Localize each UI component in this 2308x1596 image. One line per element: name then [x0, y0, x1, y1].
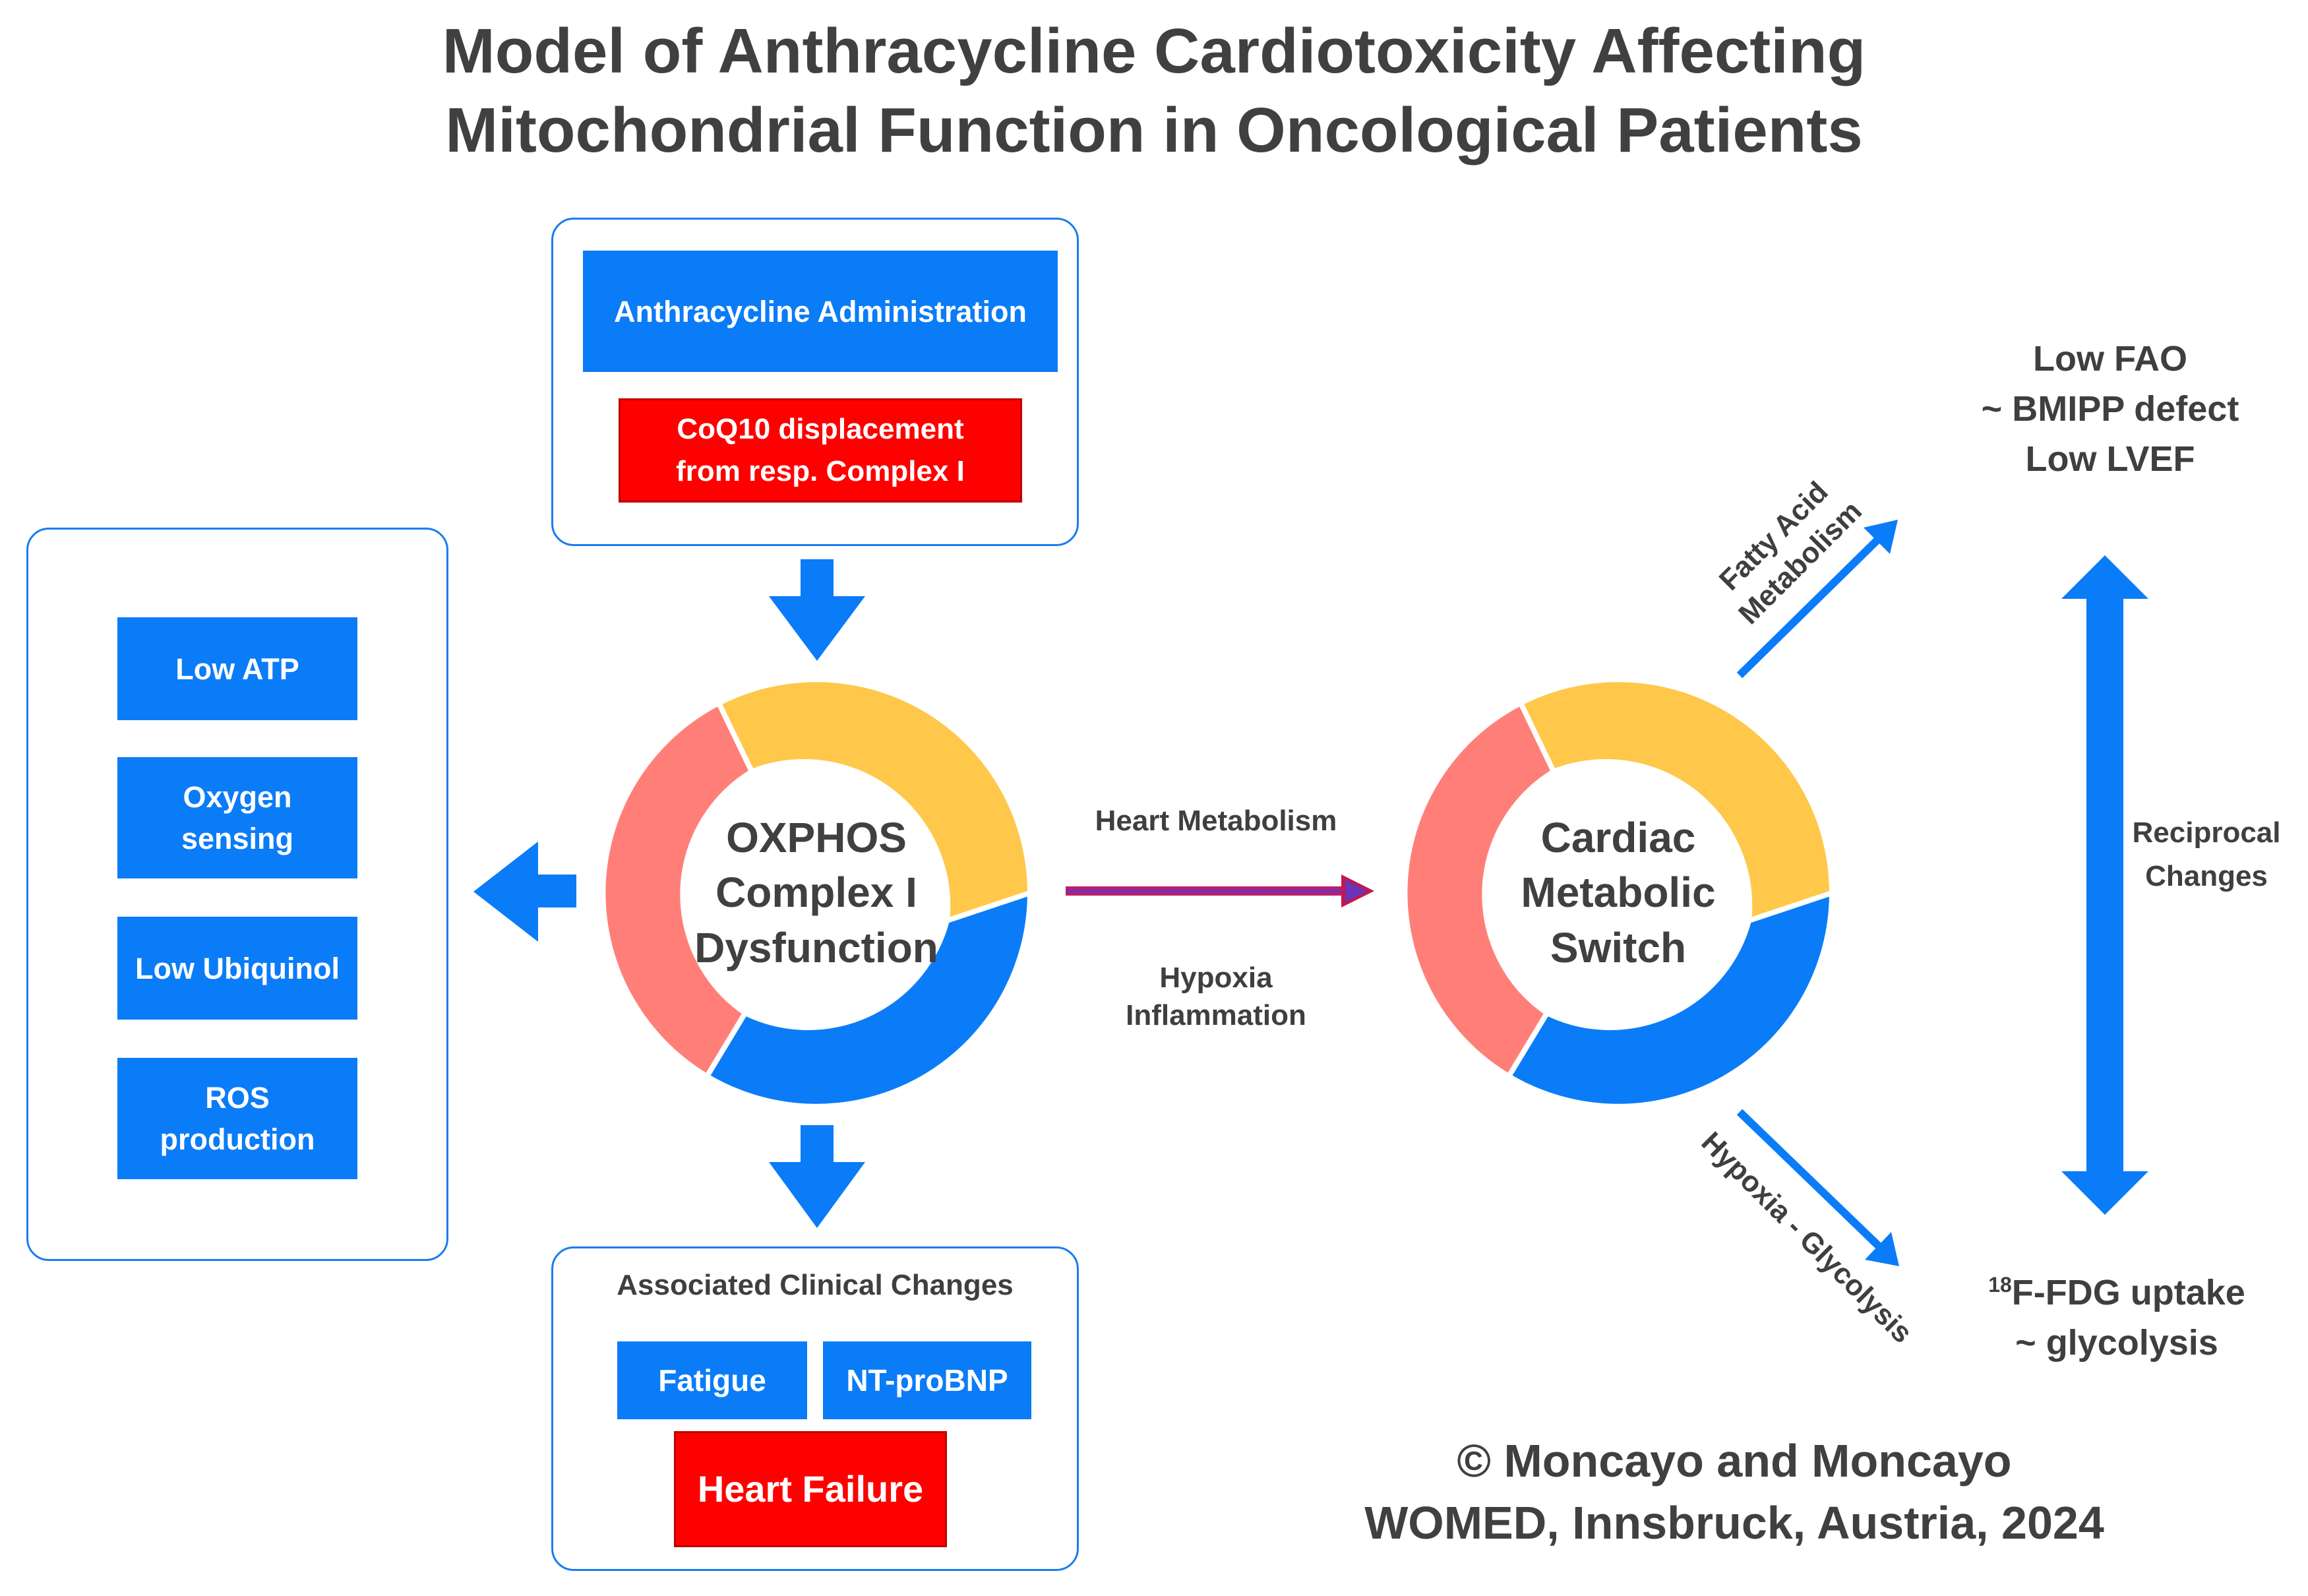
- metabolic-ring-yellow-segment: [1518, 677, 1835, 923]
- page-title-line1: Model of Anthracycline Cardiotoxicity Af…: [442, 16, 1866, 86]
- heart-failure-box: Heart Failure: [674, 1431, 947, 1547]
- oxygen-sensing-line1: Oxygen: [183, 780, 292, 814]
- left-arrow: [473, 842, 576, 942]
- ros-production-box: ROS production: [117, 1058, 357, 1179]
- oxphos-line1: OXPHOS: [726, 814, 907, 862]
- metabolic-line3: Switch: [1550, 923, 1687, 971]
- fdg-uptake-block: 18F-FDG uptake ~ glycolysis: [1932, 1260, 2301, 1368]
- reciprocal-line1: Reciprocal: [2132, 816, 2281, 849]
- reciprocal-changes-label: Reciprocal Changes: [2108, 811, 2305, 898]
- anthracycline-administration-label: Anthracycline Administration: [614, 294, 1027, 328]
- hypoxia-inflammation-label: Hypoxia Inflammation: [1045, 959, 1387, 1034]
- low-atp-box: Low ATP: [117, 617, 357, 720]
- fdg-line2: ~ glycolysis: [2015, 1323, 2218, 1363]
- metabolic-line1: Cardiac: [1540, 814, 1696, 862]
- oxygen-sensing-line2: sensing: [181, 822, 294, 855]
- anthracycline-administration-box: Anthracycline Administration: [583, 251, 1058, 372]
- oxphos-cycle-ring: [600, 677, 1033, 1109]
- reciprocal-line2: Changes: [2145, 860, 2268, 892]
- oxphos-ring-blue-segment: [704, 890, 1033, 1109]
- oxphos-line2: Complex I: [715, 869, 917, 917]
- fatty-acid-arrow: [1736, 520, 1898, 679]
- fdg-superscript: 18: [1988, 1273, 2012, 1297]
- ros-line1: ROS: [205, 1081, 270, 1115]
- ros-line2: production: [160, 1122, 315, 1156]
- metabolic-cycle-label: Cardiac Metabolic Switch: [1486, 787, 1750, 998]
- fatigue-box: Fatigue: [617, 1341, 807, 1419]
- low-ubiquinol-box: Low Ubiquinol: [117, 917, 357, 1020]
- metabolic-ring-salmon-segment: [1402, 700, 1556, 1079]
- metabolic-ring-blue-segment: [1506, 890, 1835, 1109]
- coq10-line2: from resp. Complex I: [676, 455, 965, 487]
- oxphos-line3: Dysfunction: [694, 923, 938, 971]
- oxphos-cycle-label: OXPHOS Complex I Dysfunction: [684, 787, 948, 998]
- page-title-line2: Mitochondrial Function in Oncological Pa…: [445, 95, 1863, 166]
- low-fao-block: Low FAO ~ BMIPP defect Low LVEF: [1899, 334, 2308, 484]
- low-fao-line3: Low LVEF: [2025, 439, 2195, 479]
- down-arrow-bottom: [769, 1125, 865, 1228]
- glycolysis-arrow: [1736, 1109, 1899, 1266]
- low-atp-label: Low ATP: [175, 652, 299, 686]
- low-fao-line1: Low FAO: [2033, 339, 2187, 379]
- oxphos-ring-yellow-segment: [716, 677, 1033, 923]
- fdg-line1: 18F-FDG uptake: [1932, 1260, 2301, 1318]
- heart-metabolism-arrow: [1066, 875, 1374, 907]
- coq10-line1: CoQ10 displacement: [677, 413, 964, 446]
- oxygen-sensing-box: Oxygen sensing: [117, 757, 357, 878]
- low-fao-line2: ~ BMIPP defect: [1981, 389, 2239, 429]
- hypoxia-label: Hypoxia: [1159, 962, 1273, 994]
- heart-metabolism-label: Heart Metabolism: [1095, 805, 1337, 837]
- clinical-changes-heading: Associated Clinical Changes: [617, 1269, 1014, 1301]
- fatigue-label: Fatigue: [658, 1363, 766, 1397]
- inflammation-label: Inflammation: [1126, 999, 1306, 1032]
- fdg-line1-text: F-FDG uptake: [2011, 1273, 2245, 1312]
- low-ubiquinol-label: Low Ubiquinol: [135, 951, 340, 985]
- copyright-line1: © Moncayo and Moncayo: [1457, 1435, 2012, 1487]
- coq10-displacement-box: CoQ10 displacement from resp. Complex I: [619, 398, 1022, 503]
- copyright-block: © Moncayo and Moncayo WOMED, Innsbruck, …: [1306, 1430, 2163, 1554]
- heart-failure-label: Heart Failure: [697, 1468, 924, 1510]
- reciprocal-double-arrow: [2061, 555, 2148, 1215]
- ntprobnp-label: NT-proBNP: [846, 1363, 1008, 1397]
- metabolic-line2: Metabolic: [1521, 869, 1716, 917]
- down-arrow-top: [769, 559, 865, 661]
- copyright-line2: WOMED, Innsbruck, Austria, 2024: [1364, 1497, 2104, 1549]
- ntprobnp-box: NT-proBNP: [823, 1341, 1031, 1419]
- oxphos-ring-salmon-segment: [600, 700, 754, 1079]
- metabolic-cycle-ring: [1402, 677, 1835, 1109]
